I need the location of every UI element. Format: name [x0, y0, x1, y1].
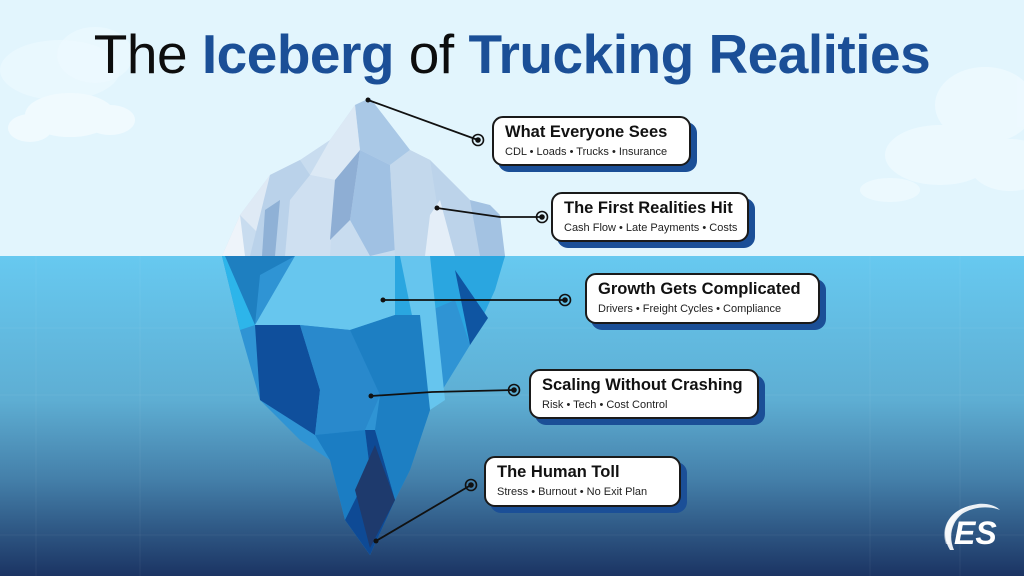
layer-items: Stress • Burnout • No Exit Plan	[497, 486, 648, 498]
layer-card-scaling-without-crashing: Scaling Without Crashing Risk • Tech • C…	[529, 369, 759, 419]
iceberg-tip	[222, 98, 505, 256]
connector-1	[367, 99, 479, 141]
page-title: The Iceberg of Trucking Realities	[0, 22, 1024, 86]
layer-heading: The Human Toll	[497, 463, 620, 481]
layer-card-first-realities-hit: The First Realities Hit Cash Flow • Late…	[551, 192, 749, 242]
cloud-right	[860, 67, 1024, 202]
layer-items: Risk • Tech • Cost Control	[542, 399, 668, 411]
connector-2	[436, 207, 542, 218]
layer-card-what-everyone-sees: What Everyone Sees CDL • Loads • Trucks …	[492, 116, 691, 166]
title-word-iceberg: Iceberg	[201, 23, 395, 85]
layer-heading: What Everyone Sees	[505, 123, 668, 141]
connector-4	[370, 389, 515, 397]
iceberg-underwater	[222, 256, 505, 555]
layer-heading: The First Realities Hit	[564, 199, 733, 217]
connector-endpoints	[365, 97, 440, 544]
connector-targets	[464, 133, 572, 492]
layer-items: CDL • Loads • Trucks • Insurance	[505, 146, 668, 158]
connectors	[367, 99, 565, 542]
water-background	[0, 256, 1024, 576]
layer-card-growth-gets-complicated: Growth Gets Complicated Drivers • Freigh…	[585, 273, 820, 324]
layer-card-human-toll: The Human Toll Stress • Burnout • No Exi…	[484, 456, 681, 507]
logo-text: ES	[954, 515, 997, 551]
connector-5	[375, 484, 472, 542]
title-word-of: of	[408, 23, 454, 85]
layer-items: Cash Flow • Late Payments • Costs	[564, 222, 738, 234]
title-word-trucking-realities: Trucking Realities	[468, 23, 931, 85]
cloud-left	[0, 27, 135, 142]
layer-heading: Growth Gets Complicated	[598, 280, 801, 298]
es-logo-icon: ES	[940, 500, 1004, 558]
layer-heading: Scaling Without Crashing	[542, 376, 743, 394]
layer-items: Drivers • Freight Cycles • Compliance	[598, 303, 782, 315]
title-word-the: The	[93, 23, 188, 85]
